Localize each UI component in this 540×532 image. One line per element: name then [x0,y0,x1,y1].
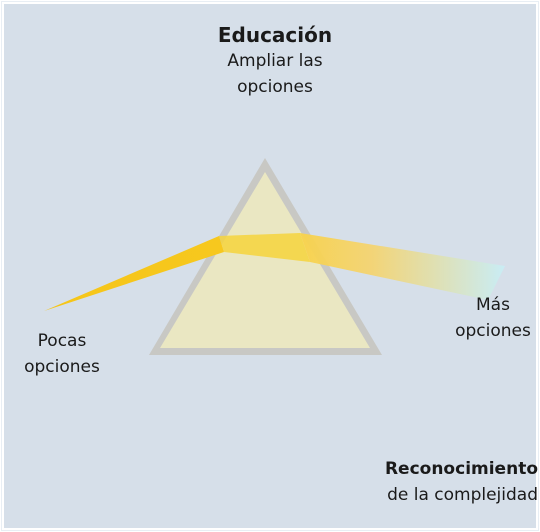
incoming-beam [44,236,224,311]
prism-inner [160,172,370,348]
title-line-1: Ampliar las [227,51,323,71]
few-options-line-2: opciones [24,357,100,377]
title-heading: Educación [217,23,333,47]
more-options-label: Más opciones [448,292,538,344]
few-options-line-1: Pocas [37,331,87,351]
complexity-line-1: de la complejidad [387,485,538,505]
internal-beam [219,233,310,262]
complexity-heading: Reconocimiento [384,459,538,479]
outgoing-beam [300,233,505,300]
more-options-line-2: opciones [455,321,531,341]
complexity-label: Reconocimiento de la complejidad [352,456,538,508]
more-options-line-1: Más [476,295,510,315]
title-block: Educación Ampliar las opciones [190,22,360,100]
title-line-2: opciones [237,77,313,97]
few-options-label: Pocas opciones [14,328,110,380]
